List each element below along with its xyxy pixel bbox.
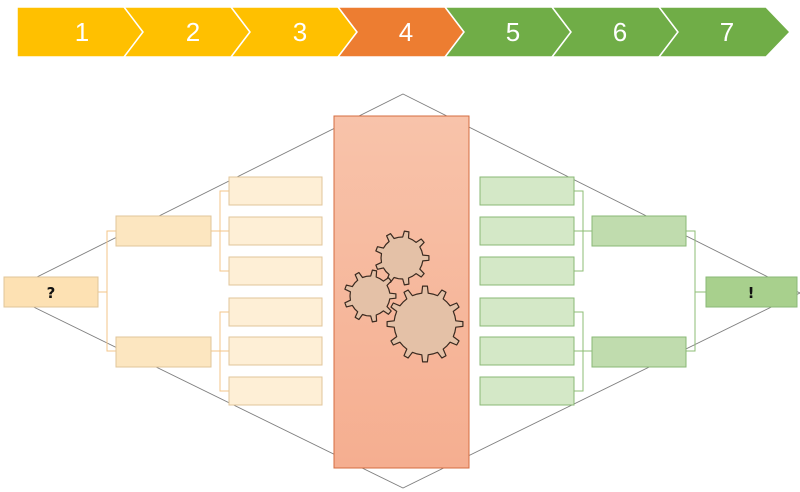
step-2-label: 2: [186, 17, 200, 47]
gear-left-icon: [344, 269, 397, 323]
right-leaf-box-1: [479, 176, 575, 206]
right-leaf-box-2: [479, 216, 575, 246]
left-level2-box-bottom: [115, 336, 212, 368]
step-7-chevron: [657, 6, 792, 58]
gears-icon: [344, 230, 464, 363]
left-leaf-box-3: [228, 256, 323, 286]
right-branch: !: [479, 176, 798, 406]
step-5-label: 5: [506, 17, 520, 47]
right-level2-box-bottom: [591, 336, 687, 368]
left-branch: ?: [3, 176, 323, 406]
right-leaf-box-4: [479, 297, 575, 327]
right-level2-box-top: [591, 215, 687, 247]
gear-large-icon: [386, 285, 464, 363]
left-leaf-box-6: [228, 376, 323, 406]
right-connectors: [574, 190, 706, 392]
left-connectors: [98, 190, 229, 392]
end-label: !: [748, 284, 755, 302]
right-leaf-box-6: [479, 376, 575, 406]
right-leaf-box-5: [479, 336, 575, 366]
end-box: [705, 276, 798, 308]
right-leaf-box-3: [479, 256, 575, 286]
left-leaf-box-4: [228, 297, 323, 327]
left-leaf-box-5: [228, 336, 323, 366]
left-level2-box-top: [115, 215, 212, 247]
start-label: ?: [47, 284, 56, 302]
step-4-label: 4: [399, 17, 413, 47]
left-leaf-box-1: [228, 176, 323, 206]
start-box: [3, 276, 99, 308]
step-6-label: 6: [613, 17, 627, 47]
left-leaf-box-2: [228, 216, 323, 246]
gear-top-icon: [375, 230, 430, 286]
step-1-label: 1: [75, 17, 89, 47]
step-7-label: 7: [720, 17, 734, 47]
process-arrow-bar: 1 2 3 4 5 6 7: [16, 6, 792, 58]
step-3-label: 3: [293, 17, 307, 47]
